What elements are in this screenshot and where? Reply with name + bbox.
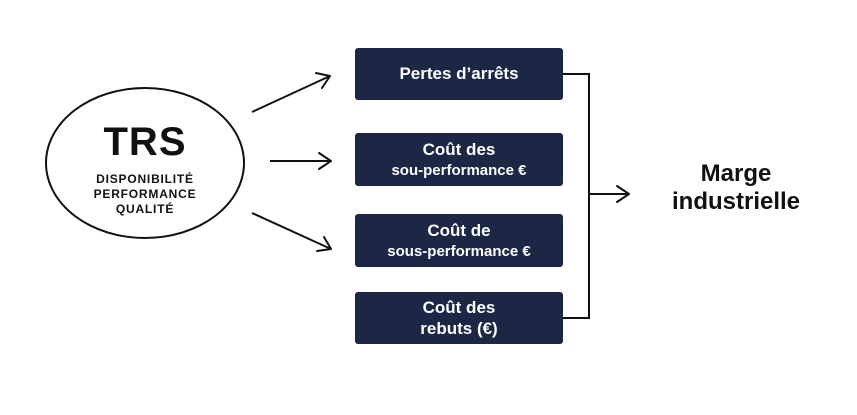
cost-box-pertes-arrets: Pertes d’arrêts — [355, 48, 563, 100]
cost-box-label: rebuts (€) — [420, 319, 498, 338]
trs-component-qualite: QUALITÉ — [115, 202, 175, 216]
trs-component-performance: PERFORMANCE — [93, 187, 197, 201]
cost-box-label: Coût de — [427, 221, 491, 240]
result-label: Marge — [700, 160, 772, 187]
arrow-trs-to-pertes — [251, 75, 331, 113]
arrowhead-icon — [316, 236, 332, 252]
trs-node: TRS DISPONIBILITÉ PERFORMANCE QUALITÉ — [45, 87, 245, 239]
result-marge-industrielle: Marge industrielle — [636, 160, 836, 216]
arrow-trs-to-cout-de — [251, 212, 332, 250]
cost-box-label: sous-performance € — [387, 243, 531, 260]
cost-box-sou-performance: Coût des sou-performance € — [355, 133, 563, 186]
cost-box-label: Coût des — [422, 140, 496, 159]
cost-box-sous-performance: Coût de sous-performance € — [355, 214, 563, 267]
arrowhead-icon — [315, 72, 331, 89]
arrowhead-icon — [318, 152, 332, 170]
arrowhead-icon — [616, 185, 630, 203]
result-label: industrielle — [671, 188, 801, 215]
cost-box-rebuts: Coût des rebuts (€) — [355, 292, 563, 344]
cost-box-label: Coût des — [422, 298, 496, 317]
trs-title: TRS — [103, 120, 187, 164]
cost-box-label: Pertes d’arrêts — [399, 64, 519, 83]
cost-box-label: sou-performance € — [391, 162, 527, 179]
trs-component-disponibilite: DISPONIBILITÉ — [96, 172, 194, 186]
